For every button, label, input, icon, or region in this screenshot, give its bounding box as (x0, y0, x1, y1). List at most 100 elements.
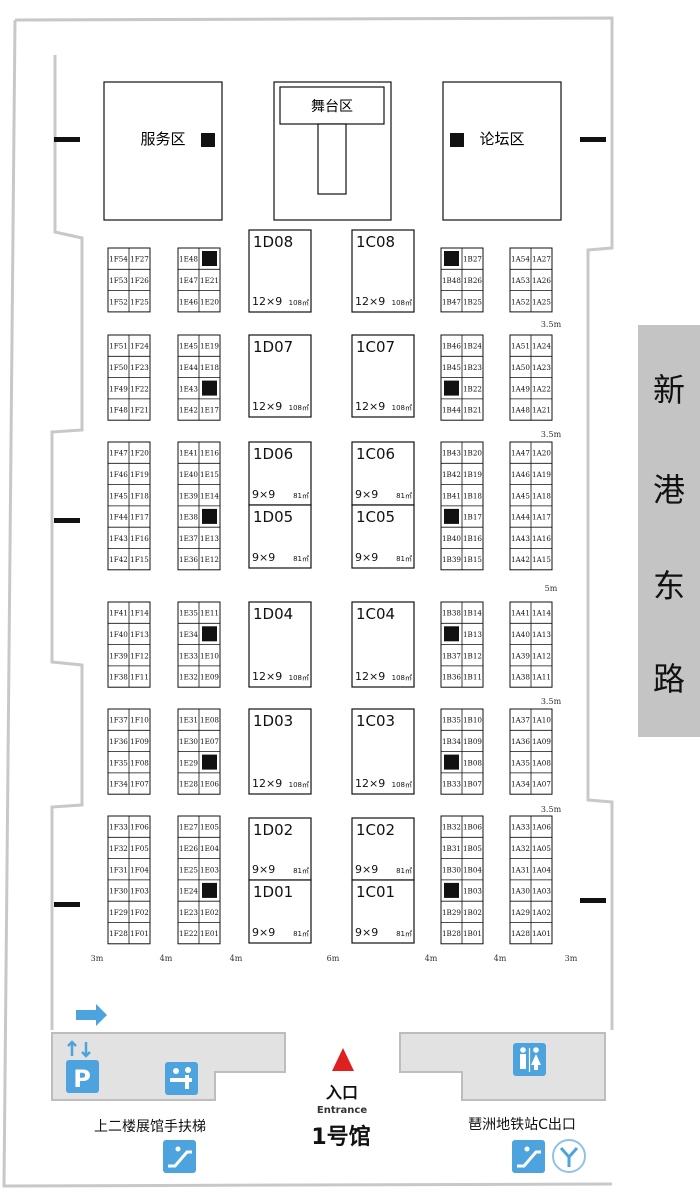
booth-label[interactable]: 1B08 (463, 758, 482, 767)
booth-label[interactable]: 1E36 (179, 555, 198, 564)
booth-label[interactable]: 1B27 (463, 255, 482, 264)
booth-label[interactable]: 1A37 (511, 716, 530, 725)
booth-label[interactable]: 1F29 (109, 908, 128, 917)
booth-label[interactable]: 1F27 (130, 255, 149, 264)
booth-label[interactable]: 1F39 (109, 651, 128, 660)
booth-label[interactable]: 1B43 (442, 449, 461, 458)
booth-label[interactable]: 1F08 (130, 758, 149, 767)
booth-label[interactable]: 1A40 (511, 630, 530, 639)
booth-label[interactable]: 1F18 (130, 491, 149, 500)
booth-label[interactable]: 1A51 (511, 342, 530, 351)
booth-label[interactable]: 1A52 (511, 297, 530, 306)
booth-label[interactable]: 1B26 (463, 276, 482, 285)
booth-label[interactable]: 1B17 (463, 513, 482, 522)
booth-label[interactable]: 1F40 (109, 630, 128, 639)
booth-label[interactable]: 1A33 (511, 823, 530, 832)
booth-label[interactable]: 1F13 (130, 630, 149, 639)
booth-label[interactable]: 1E10 (200, 651, 219, 660)
booth-label[interactable]: 1A22 (532, 384, 551, 393)
booth-label[interactable]: 1B36 (442, 673, 461, 682)
booth-label[interactable]: 1B25 (463, 297, 482, 306)
booth-label[interactable]: 1E29 (179, 758, 198, 767)
booth-label[interactable]: 1B18 (463, 491, 482, 500)
booth-label[interactable]: 1E13 (200, 534, 219, 543)
booth-label[interactable]: 1A34 (511, 780, 530, 789)
booth-label[interactable]: 1B30 (442, 865, 461, 874)
booth-label[interactable]: 1E08 (200, 716, 219, 725)
booth-label[interactable]: 1E18 (200, 363, 219, 372)
booth-label[interactable]: 1E04 (200, 844, 219, 853)
booth-label[interactable]: 1E14 (200, 491, 219, 500)
booth-label[interactable]: 1B19 (463, 470, 482, 479)
booth-label[interactable]: 1E46 (179, 297, 198, 306)
booth-label[interactable]: 1F51 (109, 342, 128, 351)
booth-label[interactable]: 1B21 (463, 406, 482, 415)
booth-label[interactable]: 1B32 (442, 823, 461, 832)
booth-label[interactable]: 1E27 (179, 823, 198, 832)
booth-label[interactable]: 1B07 (463, 780, 482, 789)
booth-label[interactable]: 1B01 (463, 929, 482, 938)
booth-label[interactable]: 1F43 (109, 534, 128, 543)
booth-label[interactable]: 1E21 (200, 276, 219, 285)
booth-label[interactable]: 1F20 (130, 449, 149, 458)
booth-label[interactable]: 1F28 (109, 929, 128, 938)
booth-label[interactable]: 1B11 (463, 673, 482, 682)
booth-label[interactable]: 1A44 (511, 513, 530, 522)
booth-label[interactable]: 1F15 (130, 555, 149, 564)
booth-label[interactable]: 1B23 (463, 363, 482, 372)
booth-label[interactable]: 1B22 (463, 384, 482, 393)
booth-label[interactable]: 1E26 (179, 844, 198, 853)
booth-label[interactable]: 1F10 (130, 716, 149, 725)
booth-label[interactable]: 1F12 (130, 651, 149, 660)
booth-label[interactable]: 1A17 (532, 513, 551, 522)
booth-label[interactable]: 1A50 (511, 363, 530, 372)
booth-label[interactable]: 1E33 (179, 651, 198, 660)
booth-label[interactable]: 1F45 (109, 491, 128, 500)
booth-label[interactable]: 1F04 (130, 865, 149, 874)
booth-label[interactable]: 1B10 (463, 716, 482, 725)
booth-label[interactable]: 1A41 (511, 609, 530, 618)
booth-label[interactable]: 1B16 (463, 534, 482, 543)
booth-label[interactable]: 1B37 (442, 651, 461, 660)
booth-label[interactable]: 1A39 (511, 651, 530, 660)
booth-label[interactable]: 1A18 (532, 491, 551, 500)
booth-label[interactable]: 1F14 (130, 609, 149, 618)
booth-label[interactable]: 1F38 (109, 673, 128, 682)
booth-label[interactable]: 1B38 (442, 609, 461, 618)
booth-label[interactable]: 1A07 (532, 780, 551, 789)
booth-label[interactable]: 1A38 (511, 673, 530, 682)
booth-label[interactable]: 1E31 (179, 716, 198, 725)
booth-label[interactable]: 1F03 (130, 887, 149, 896)
booth-label[interactable]: 1A06 (532, 823, 551, 832)
booth-label[interactable]: 1E38 (179, 513, 198, 522)
booth-label[interactable]: 1A32 (511, 844, 530, 853)
booth-label[interactable]: 1E47 (179, 276, 198, 285)
booth-label[interactable]: 1B04 (463, 865, 482, 874)
booth-label[interactable]: 1F54 (109, 255, 128, 264)
booth-label[interactable]: 1B40 (442, 534, 461, 543)
booth-label[interactable]: 1B09 (463, 737, 482, 746)
booth-label[interactable]: 1A02 (532, 908, 551, 917)
booth-label[interactable]: 1A14 (532, 609, 551, 618)
booth-label[interactable]: 1B39 (442, 555, 461, 564)
booth-label[interactable]: 1E02 (200, 908, 219, 917)
booth-label[interactable]: 1E06 (200, 780, 219, 789)
booth-label[interactable]: 1F50 (109, 363, 128, 372)
booth-label[interactable]: 1A25 (532, 297, 551, 306)
booth-label[interactable]: 1A42 (511, 555, 530, 564)
booth-label[interactable]: 1A27 (532, 255, 551, 264)
booth-label[interactable]: 1F34 (109, 780, 128, 789)
booth-label[interactable]: 1B06 (463, 823, 482, 832)
booth-label[interactable]: 1A16 (532, 534, 551, 543)
booth-label[interactable]: 1F33 (109, 823, 128, 832)
